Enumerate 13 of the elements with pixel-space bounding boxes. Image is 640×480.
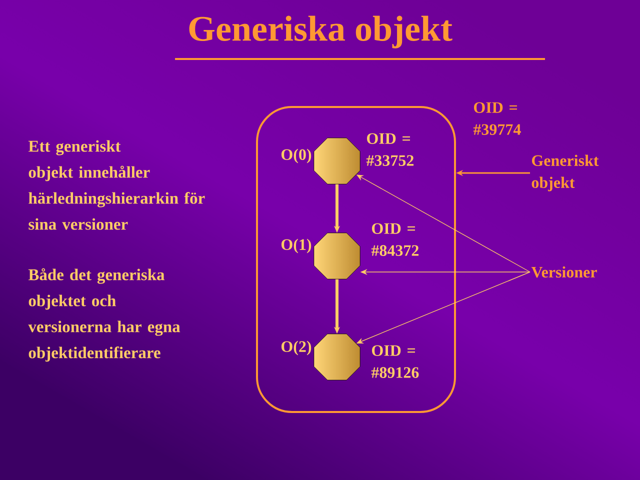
- version-label: O(2): [281, 340, 312, 356]
- callout-text: Generiskt objekt: [532, 154, 599, 192]
- version-label: O(1): [281, 238, 312, 254]
- text-paragraph: Ett generiskt objekt innehåller härledningshierarkin för sina versioner: [28, 140, 205, 230]
- callout-text: Versioner: [531, 266, 597, 278]
- version-label: O(0): [281, 148, 312, 164]
- rounded-frame: [256, 106, 456, 413]
- oid-label: OID = #89126: [371, 345, 419, 378]
- oid-label: OID = #39774: [473, 102, 521, 135]
- oid-label: OID = #84372: [371, 223, 418, 256]
- oid-label: OID = #33752: [366, 133, 414, 166]
- text-paragraph: Både det generiska objektet och versionerna har egna objektidentifierare: [28, 268, 180, 362]
- title: Generiska objekt: [189, 16, 452, 48]
